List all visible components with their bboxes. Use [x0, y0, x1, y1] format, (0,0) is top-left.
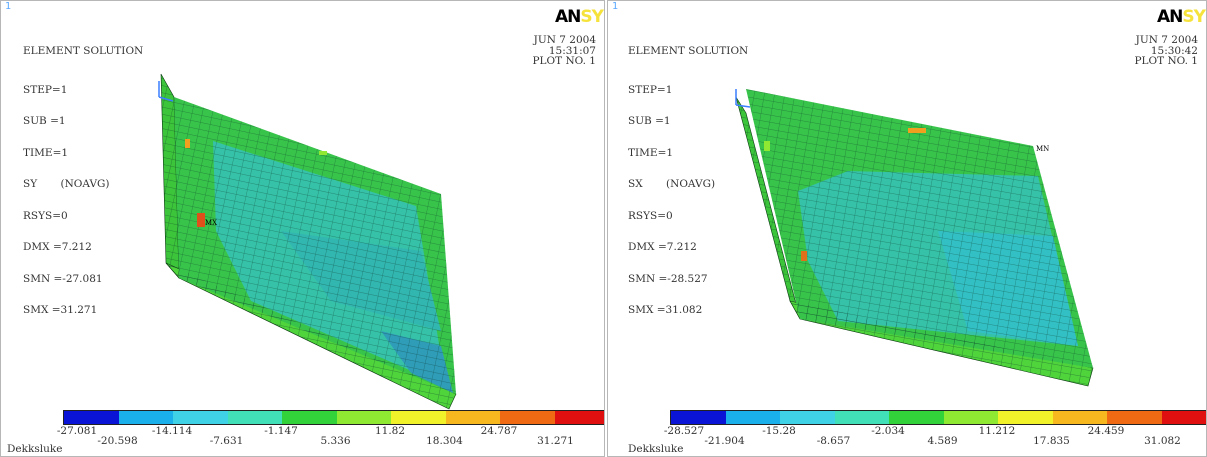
plot-number: PLOT NO. 1: [532, 55, 596, 67]
legend-label: -21.904: [704, 435, 745, 447]
contour-legend: [670, 410, 1206, 425]
mesh-bottom: [790, 301, 1093, 386]
plot-stamp: JUN 7 2004 15:30:42 PLOT NO. 1: [1134, 35, 1198, 67]
info-line: SMX =31.082: [628, 304, 703, 316]
info-line: DMX =7.212: [628, 241, 697, 253]
legend-label: 31.271: [537, 435, 574, 447]
legend-label: 11.82: [374, 425, 406, 437]
window-number: 1: [5, 1, 12, 12]
legend-swatch-3: [780, 411, 835, 424]
legend-label: -8.657: [816, 435, 851, 447]
plot-date: JUN 7 2004: [1135, 34, 1198, 46]
coordinate-triad: [735, 89, 751, 108]
hotspot-2: [801, 251, 807, 261]
legend-swatch-7: [998, 411, 1053, 424]
legend-label: 24.787: [480, 425, 518, 437]
window-number: 1: [612, 1, 619, 12]
legend-swatch-8: [1052, 411, 1107, 424]
plot-window-sy: MX 1 ANSYS ELEMENT SOLUTION STEP=1 SUB =…: [0, 0, 605, 457]
info-title: ELEMENT SOLUTION: [23, 45, 144, 57]
mesh-top: [174, 97, 456, 394]
legend-swatch-2: [118, 411, 173, 424]
info-line: SMX =31.271: [23, 304, 98, 316]
legend-swatch-3: [173, 411, 228, 424]
plot-time: 15:31:07: [548, 44, 596, 57]
legend-label: -27.081: [56, 425, 98, 437]
legend-swatch-6: [943, 411, 998, 424]
legend-label: -7.631: [209, 435, 244, 447]
min-marker: MN: [1036, 145, 1049, 153]
legend-swatch-4: [227, 411, 282, 424]
legend-label: 5.336: [320, 435, 351, 447]
info-line: SUB =1: [23, 115, 66, 127]
legend-swatch-6: [336, 411, 391, 424]
model-caption: Dekksluke: [628, 443, 684, 455]
legend-swatch-1: [64, 411, 119, 424]
legend-swatch-1: [671, 411, 726, 424]
legend-swatch-4: [834, 411, 889, 424]
legend-swatch-9: [1107, 411, 1162, 424]
fe-model-sx: MN: [735, 89, 1094, 387]
hotspot-1: [185, 139, 190, 148]
legend-swatch-5: [282, 411, 337, 424]
legend-label: 4.589: [927, 435, 958, 447]
info-line: TIME=1: [628, 146, 674, 159]
mesh-bottom: [166, 263, 456, 409]
plot-number: PLOT NO. 1: [1134, 55, 1198, 67]
info-line: STEP=1: [628, 83, 673, 96]
info-line: SX (NOAVG): [628, 178, 716, 190]
contour-legend: [63, 410, 604, 425]
fe-model-sy: MX: [158, 73, 457, 410]
legend-label: -14.114: [151, 425, 193, 437]
legend-swatch-10: [554, 411, 604, 424]
info-line: RSYS=0: [628, 209, 673, 222]
plot-stamp: JUN 7 2004 15:31:07 PLOT NO. 1: [532, 35, 596, 67]
info-line: SY (NOAVG): [23, 178, 110, 190]
info-title: ELEMENT SOLUTION: [628, 45, 749, 57]
model-caption: Dekksluke: [7, 443, 63, 455]
info-line: RSYS=0: [23, 209, 68, 222]
info-line: SMN =-27.081: [23, 272, 103, 285]
legend-label: -20.598: [97, 435, 138, 447]
ansys-logo: ANSYS: [555, 7, 604, 27]
hotspot-2: [197, 213, 205, 227]
plot-window-sx: MN 1 ANSYS ELEMENT SOLUTION STEP=1 SUB =…: [607, 0, 1207, 457]
mesh-side: [161, 74, 179, 278]
legend-label: -2.034: [871, 425, 905, 437]
hotspot-3: [764, 141, 770, 151]
info-line: SMN =-28.527: [628, 272, 708, 285]
legend-swatch-8: [445, 411, 500, 424]
info-line: TIME=1: [23, 146, 69, 159]
legend-label: -15.28: [762, 425, 796, 437]
mesh-side: [736, 97, 800, 319]
legend-label: -28.527: [663, 425, 705, 437]
ansys-logo: ANSYS: [1157, 7, 1206, 27]
hotspot-1: [908, 128, 926, 133]
coordinate-triad: [158, 81, 174, 102]
legend-label: 17.835: [1033, 435, 1070, 447]
legend-label: 18.304: [426, 435, 463, 447]
legend-swatch-5: [889, 411, 944, 424]
plot-time: 15:30:42: [1150, 44, 1198, 57]
legend-swatch-10: [1161, 411, 1206, 424]
legend-swatch-7: [391, 411, 446, 424]
solution-info: ELEMENT SOLUTION STEP=1 SUB =1 TIME=1 SY…: [23, 25, 143, 337]
info-line: SUB =1: [628, 115, 671, 127]
legend-swatch-2: [725, 411, 780, 424]
info-line: STEP=1: [23, 83, 68, 96]
mesh-top: [746, 89, 1093, 368]
legend-label: -1.147: [264, 425, 298, 437]
solution-info: ELEMENT SOLUTION STEP=1 SUB =1 TIME=1 SX…: [628, 25, 748, 337]
hotspot-3: [319, 151, 327, 155]
plot-date: JUN 7 2004: [533, 34, 596, 46]
max-marker: MX: [205, 219, 217, 227]
legend-swatch-9: [500, 411, 555, 424]
info-line: DMX =7.212: [23, 241, 92, 253]
legend-label: 24.459: [1087, 425, 1125, 437]
legend-label: 31.082: [1144, 435, 1181, 447]
legend-label: 11.212: [978, 425, 1016, 437]
